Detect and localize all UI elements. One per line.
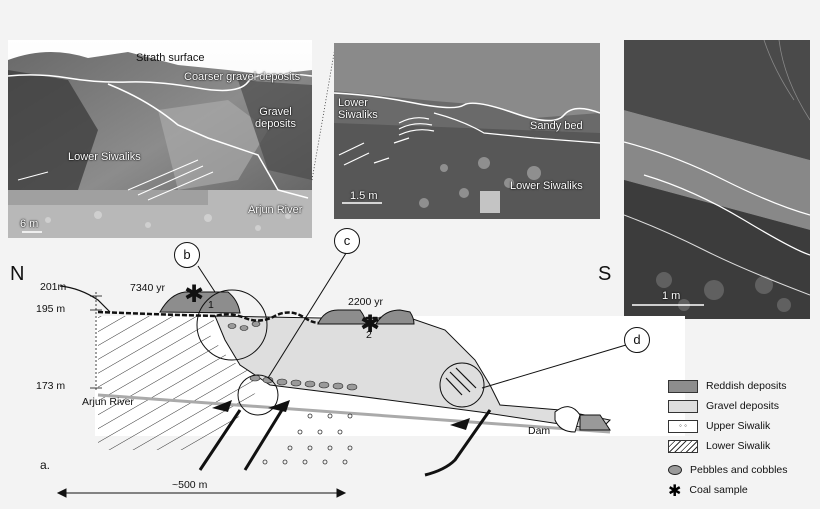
label-lower-siwaliks-mid: Lower Siwaliks <box>338 97 378 121</box>
photo-right-image <box>624 40 810 319</box>
callout-c: c <box>334 228 360 254</box>
label-coarser-gravel: Coarser gravel deposits <box>184 71 301 83</box>
legend-item-reddish: Reddish deposits <box>668 378 787 394</box>
terrace-top-line <box>59 285 111 313</box>
coal-star-2: ✱ <box>360 310 380 338</box>
legend-label-coal: Coal sample <box>689 484 748 496</box>
zoom-circle-c <box>237 374 279 416</box>
age-2200: 2200 yr <box>348 296 384 308</box>
scale-bar-middle: 1.5 m <box>350 190 378 202</box>
photo-middle: Lower Siwaliks Sandy bed Lower Siwaliks … <box>334 43 600 219</box>
lower-siwalik-unit <box>98 316 265 450</box>
zoom-circle-d-hatch <box>445 367 477 396</box>
elevation-ticks <box>90 292 102 390</box>
legend-item-coal: ✱ Coal sample <box>668 480 748 500</box>
legend-label-lower-siwalik: Lower Siwalik <box>706 440 771 452</box>
faults <box>198 404 492 477</box>
zoom-circle-d <box>439 362 485 408</box>
label-lower-siwaliks: Lower Siwaliks <box>68 151 141 163</box>
upper-siwalik-unit <box>262 413 353 465</box>
elevation-195: 195 m <box>36 303 66 315</box>
legend-item-lower-siwalik: Lower Siwalik <box>668 438 770 454</box>
reddish-deposit-3 <box>375 309 415 325</box>
legend-label-pebbles: Pebbles and cobbles <box>690 464 788 476</box>
photo-left: Strath surface Coarser gravel deposits G… <box>8 40 312 238</box>
callout-d: d <box>624 327 650 353</box>
callout-b: b <box>174 242 200 268</box>
terrace-profile <box>97 310 410 325</box>
dam-structure <box>554 406 581 433</box>
legend-item-gravel: Gravel deposits <box>668 398 779 414</box>
label-sandy-bed: Sandy bed <box>530 120 583 132</box>
label-distance: ~500 m <box>172 479 208 491</box>
legend-item-upper-siwalik: ◦ ◦ Upper Siwalik <box>668 418 770 434</box>
label-lower-siwaliks-mid2: Lower Siwaliks <box>510 180 583 192</box>
photo-middle-image <box>334 43 600 219</box>
legend-label-upper-siwalik: Upper Siwalik <box>706 420 771 432</box>
sample-number-1: 1 <box>208 299 214 311</box>
legend-swatch-upper-siwalik: ◦ ◦ <box>668 419 698 433</box>
river-surface <box>97 393 611 434</box>
age-7340: 7340 yr <box>130 282 166 294</box>
legend-swatch-coal-star: ✱ <box>668 480 682 500</box>
legend-item-pebbles: Pebbles and cobbles <box>668 462 788 478</box>
distance-scale <box>56 488 347 498</box>
coal-star-1: ✱ <box>184 280 204 308</box>
callout-leaders <box>197 249 627 389</box>
panel-label-a: a. <box>40 458 51 472</box>
legend-swatch-gravel <box>668 399 698 413</box>
legend-label-reddish: Reddish deposits <box>706 380 787 392</box>
sample-number-2: 2 <box>366 329 372 341</box>
reddish-deposit-1 <box>159 291 241 314</box>
legend-label-gravel: Gravel deposits <box>706 400 779 412</box>
legend-swatch-lower-siwalik <box>668 439 698 453</box>
legend-swatch-reddish <box>668 379 698 393</box>
scale-bar-left: 6 m <box>20 218 39 230</box>
zoom-circle-b <box>196 289 268 361</box>
elevation-201: 201m <box>40 281 67 293</box>
dam-block <box>579 414 611 431</box>
pebbles-cobbles <box>227 321 358 391</box>
label-dam: Dam <box>528 425 551 437</box>
label-south: S <box>598 263 612 285</box>
photo-left-image <box>8 40 312 238</box>
label-gravel-deposits: Gravel deposits <box>255 106 296 130</box>
label-arjun-river: Arjun River <box>248 204 303 216</box>
scale-bar-right: 1 m <box>662 290 681 302</box>
photo-right: 1 m <box>624 40 810 319</box>
label-arjun-river-section: Arjun River <box>82 396 134 408</box>
reddish-deposit-2 <box>317 309 367 325</box>
label-north: N <box>10 263 25 285</box>
elevation-173: 173 m <box>36 380 66 392</box>
label-strath-surface: Strath surface <box>136 52 205 64</box>
fault-arrows <box>212 400 470 430</box>
legend-swatch-pebbles <box>668 465 682 475</box>
